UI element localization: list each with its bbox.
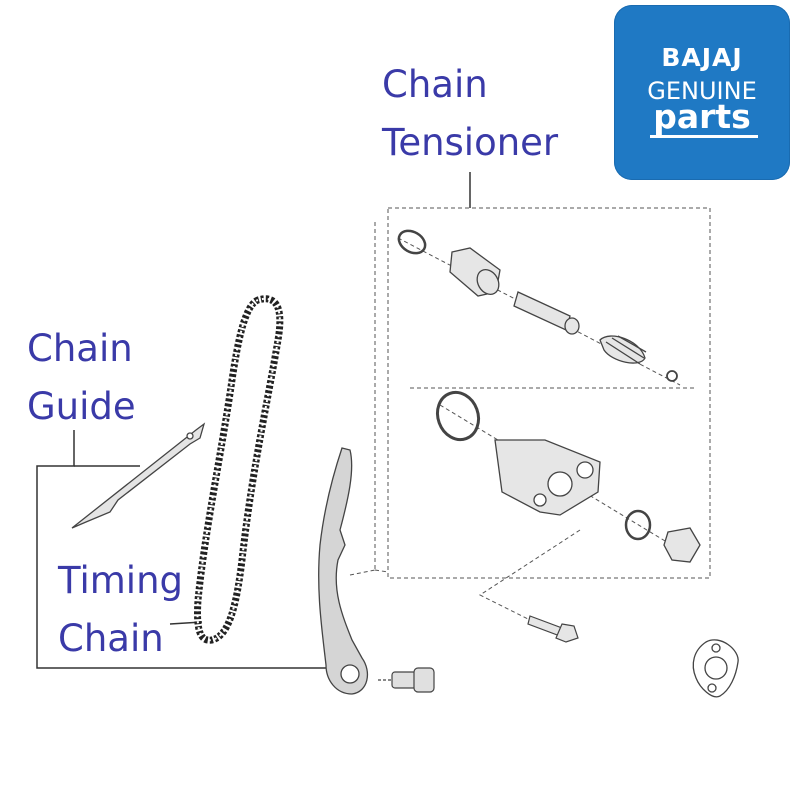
timing-chain-label-line1: Timing [58, 559, 184, 602]
chain-tensioner-label-line1: Chain [382, 63, 488, 106]
gasket-hole-top [711, 643, 721, 653]
gasket [692, 639, 739, 698]
circlip [666, 370, 678, 382]
rod-tip [564, 317, 580, 335]
washer [624, 509, 652, 541]
slider-connector [349, 569, 376, 576]
cap-bolt [663, 527, 701, 563]
gasket-center-hole [704, 656, 728, 680]
bolt-axis-line [478, 529, 581, 626]
tensioner-spring [599, 335, 646, 364]
chain-tensioner-label-line2: Tensioner [382, 121, 559, 164]
chain-guide-label: Chain Guide [27, 320, 136, 436]
chain-guide-body [71, 422, 206, 529]
chain-guide-label-line2: Guide [27, 385, 136, 428]
tensioner-dashed-box [387, 207, 711, 579]
logo-parts: parts [653, 97, 751, 136]
tensioner-lower-parts [435, 390, 701, 563]
tensioner-connector-bottom [374, 569, 389, 573]
timing-chain-label-line2: Chain [58, 617, 164, 660]
logo-brand: BAJAJ [661, 43, 743, 72]
mounting-bolt-shank [527, 615, 563, 637]
leader-lines [36, 172, 471, 669]
housing-hole-bottom [533, 493, 547, 507]
tensioner-upper-parts [397, 229, 678, 382]
logo-underline [650, 135, 758, 138]
chain-guide-label-line1: Chain [27, 327, 133, 370]
chain-loop-outer [194, 295, 284, 644]
spring-coils [605, 335, 647, 365]
logo-genuine: GENUINE [647, 77, 757, 105]
mounting-bolt-head [555, 623, 579, 643]
chain-loop-inner [196, 297, 281, 642]
housing-bore [547, 471, 573, 497]
slider-body [318, 447, 369, 695]
gasket-hole-bottom [707, 683, 717, 693]
housing-hole-top [576, 461, 594, 479]
tensioner-housing [494, 439, 601, 516]
o-ring-large [435, 390, 481, 442]
bajaj-genuine-parts-logo: BAJAJ GENUINE parts [614, 5, 790, 180]
timing-chain [194, 295, 284, 644]
tensioner-slider [318, 447, 369, 695]
chain-guide-hole [186, 432, 194, 440]
pivot-bolt [378, 667, 435, 693]
o-ring-small [397, 229, 427, 255]
guide-bracket-line [36, 430, 340, 669]
chain-guide-part [71, 422, 206, 529]
timing-chain-label: Timing Chain [58, 552, 183, 668]
tensioner-rod [513, 291, 571, 331]
pivot-bolt-head [413, 667, 435, 693]
chain-tensioner-label: Chain Tensioner [382, 56, 558, 172]
slider-pivot-hole [340, 664, 360, 684]
tensioner-box [349, 207, 711, 626]
plunger-end [476, 269, 500, 295]
mounting-bolt [527, 615, 579, 643]
